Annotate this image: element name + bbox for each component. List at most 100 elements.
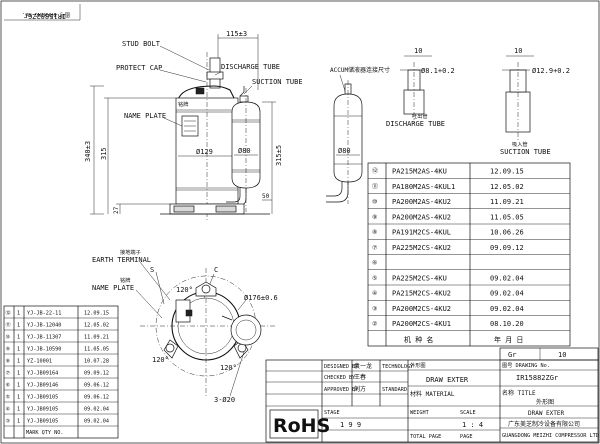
dim-angle-2: 120° bbox=[152, 356, 169, 364]
label-suction-tube: SUCTION TUBE bbox=[252, 78, 303, 86]
label-name-plate-bottom: NAME PLATE bbox=[92, 284, 134, 292]
company-cn: 广东美芝制冷设备有限公司 bbox=[508, 420, 580, 428]
rev-row-no: 1 bbox=[17, 371, 20, 377]
suction-tube-detail: 10 Ø12.9+0.2 SUCTION TUBE 吸入管 bbox=[500, 47, 570, 156]
title-en: DRAW EXTER bbox=[528, 410, 565, 417]
model-row-name: PA225M2CS-4KU bbox=[392, 274, 447, 282]
model-row-mark: ⑫ bbox=[372, 167, 378, 175]
dim-discharge-dia: Ø8.1+0.2 bbox=[421, 67, 455, 75]
rev-row-mark: ④ bbox=[6, 407, 11, 413]
rev-row-code: YJ-JB09105 bbox=[27, 407, 58, 413]
model-footer-name: 机 种 名 bbox=[404, 335, 433, 344]
model-row-date: 09.09.12 bbox=[490, 244, 524, 252]
label-suction-detail: SUCTION TUBE bbox=[500, 148, 551, 156]
sheet-count: 1 9 9 bbox=[340, 421, 361, 429]
rev-row-code: YJ-JB-10590 bbox=[27, 347, 61, 353]
rev-row-mark: ⑧ bbox=[6, 359, 11, 365]
label-discharge-tube: DISCHARGE TUBE bbox=[221, 63, 280, 71]
approved-by: APPROVED BY bbox=[324, 387, 359, 393]
label-detail-small-2: 吸入管 bbox=[512, 140, 528, 148]
rev-row-mark: ⑩ bbox=[6, 335, 11, 341]
rev-row-mark: ⑨ bbox=[6, 347, 11, 353]
rev-row-no: 1 bbox=[17, 359, 20, 365]
title-label: 名称 TITLE bbox=[502, 389, 536, 397]
rev-row-code: YJ-JB-12040 bbox=[27, 323, 61, 329]
title-cn: 外形图 bbox=[536, 398, 554, 406]
rev-row-no: 1 bbox=[17, 395, 20, 401]
label-name-plate: NAME PLATE bbox=[124, 112, 166, 120]
standard-label: STANDARD bbox=[382, 387, 407, 393]
label-plate-small: 铭牌 bbox=[178, 100, 188, 108]
sheet-number: 10 bbox=[558, 351, 566, 359]
rev-row-code: YJ-JB09105 bbox=[27, 419, 58, 425]
model-row-date: 12.09.15 bbox=[490, 168, 524, 176]
rev-row-no: 1 bbox=[17, 323, 20, 329]
model-row-date: 08.10.20 bbox=[490, 320, 524, 328]
model-row-mark: ⑪ bbox=[372, 182, 378, 190]
dim-foot-hole: 3-Ø20 bbox=[214, 396, 235, 404]
model-row-mark: ⑥ bbox=[372, 260, 377, 267]
company-en: GUANGDONG MEIZHI COMPRESSOR LTD bbox=[502, 433, 599, 439]
drawing-no: IR15882ZGr bbox=[516, 374, 558, 382]
dim-accum-dia: Ø80 bbox=[238, 147, 251, 155]
model-row-mark: ② bbox=[372, 321, 377, 328]
rev-row-no: 1 bbox=[17, 335, 20, 341]
scale-value: 1 : 4 bbox=[462, 421, 483, 429]
scale-label: Gr bbox=[508, 351, 516, 359]
draw-exter-cn: 外形图 bbox=[410, 361, 426, 369]
name-3: 刘方 bbox=[354, 385, 366, 393]
rev-row-no: 1 bbox=[17, 347, 20, 353]
material-label: 材料 MATERIAL bbox=[410, 390, 455, 398]
model-row-date: 10.06.26 bbox=[490, 229, 524, 237]
dim-height-body: 315 bbox=[100, 147, 108, 160]
name-1: 袁一龙 bbox=[354, 362, 372, 370]
draw-exter: DRAW EXTER bbox=[426, 376, 469, 384]
dim-height-accum: 315±5 bbox=[275, 145, 283, 166]
label-plate-small-2: 铭牌 bbox=[120, 276, 130, 284]
model-row-date: 09.02.04 bbox=[490, 290, 524, 298]
label-s-mark: S bbox=[150, 266, 154, 274]
rev-row-mark: ⑤ bbox=[6, 395, 11, 401]
model-row-mark: ⑩ bbox=[372, 199, 377, 206]
rev-row-no: 1 bbox=[17, 311, 20, 317]
model-table: ⑫ PA215M2AS-4KU 12.09.15 ⑪ PA180M2AS-4KUL1 12… bbox=[367, 162, 571, 347]
rev-row-code: YJ-JB-11307 bbox=[27, 335, 61, 341]
total-page-label: TOTAL PAGE bbox=[410, 434, 441, 440]
rev-row-no: 1 bbox=[17, 407, 20, 413]
rev-row-date: 09.06.12 bbox=[84, 395, 109, 401]
technology-label: TECHNOLOGY bbox=[382, 364, 414, 370]
rev-row-no: 1 bbox=[17, 419, 20, 425]
page-label: PAGE bbox=[460, 434, 473, 440]
rev-row-date: 09.09.12 bbox=[84, 371, 109, 377]
model-row-name: PA180M2AS-4KUL1 bbox=[392, 183, 455, 191]
accum-plan-circle bbox=[230, 314, 262, 346]
model-row-name: PA215M2AS-4KU bbox=[392, 168, 447, 176]
model-row-mark: ④ bbox=[372, 290, 377, 297]
rev-row-no: 1 bbox=[17, 383, 20, 389]
label-stud-bolt: STUD BOLT bbox=[122, 40, 161, 48]
title-block: Gr 10 DESIGNED BY CHECKED BY APPROVED BY… bbox=[265, 347, 599, 443]
dim-suction-len: 10 bbox=[514, 47, 522, 55]
model-row-name: PA200M2AS-4KU2 bbox=[392, 213, 451, 221]
rohs-box bbox=[269, 409, 319, 439]
rev-row-mark: ⑪ bbox=[6, 321, 11, 329]
rev-row-code: YJ-JB09146 bbox=[27, 383, 58, 389]
weight-label: WEIGHT bbox=[410, 410, 429, 416]
dim-shell-dia: Ø129 bbox=[196, 148, 213, 156]
model-row-date: 09.02.04 bbox=[490, 305, 524, 313]
rev-row-mark: ⑫ bbox=[6, 309, 11, 317]
dim-width-top: 115±3 bbox=[226, 30, 247, 38]
rev-row-date: 11.05.05 bbox=[84, 347, 109, 353]
accumulator-side-view: ACCUM储液器连接尺寸 Ø80 bbox=[326, 66, 390, 204]
rev-row-mark: ⑦ bbox=[6, 371, 11, 377]
model-row-date: 12.05.02 bbox=[490, 183, 524, 191]
rev-row-date: 11.09.21 bbox=[84, 335, 109, 341]
model-row-mark: ⑨ bbox=[372, 214, 377, 221]
rev-row-date: 10.07.28 bbox=[84, 359, 109, 365]
label-detail-small-1: 吐出管 bbox=[412, 112, 428, 120]
rev-row-date: 12.05.02 bbox=[84, 323, 109, 329]
rev-row-date: 09.02.04 bbox=[84, 407, 109, 413]
